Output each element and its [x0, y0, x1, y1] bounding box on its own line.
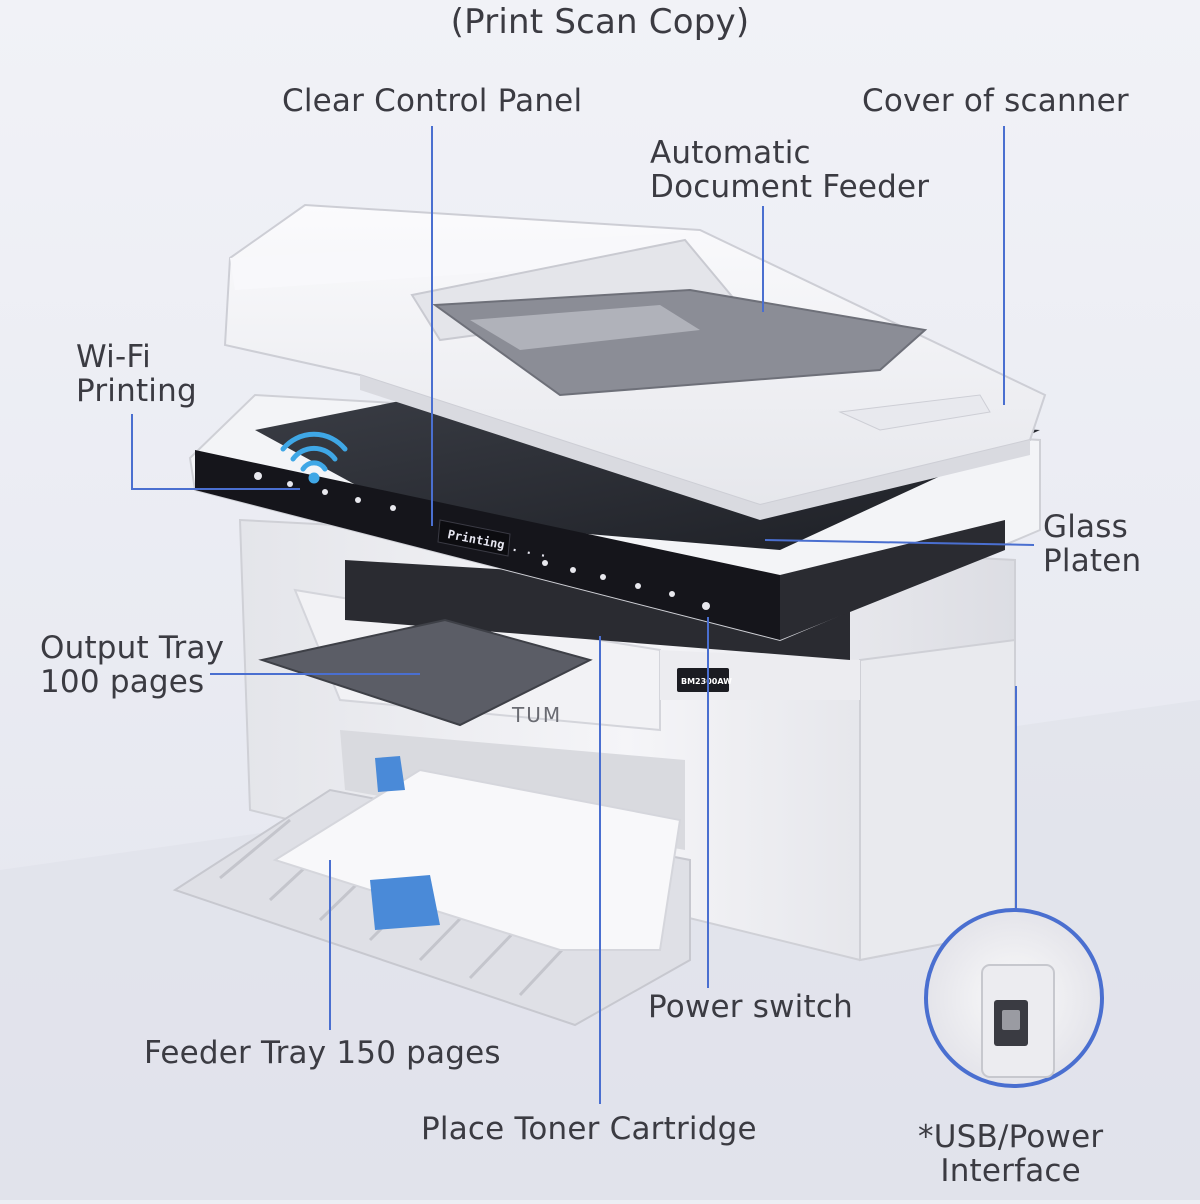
- page-title: (Print Scan Copy): [450, 2, 750, 42]
- label-adf: Automatic Document Feeder: [650, 136, 929, 204]
- label-usb-line1: *USB/Power: [918, 1119, 1104, 1155]
- label-glass-platen: Glass Platen: [1043, 510, 1141, 578]
- label-output-line1: Output Tray: [40, 630, 225, 666]
- output-tray: [258, 618, 593, 727]
- usb-inset: [924, 908, 1104, 1088]
- paper-guide-right: [375, 756, 405, 792]
- label-output-line2: 100 pages: [40, 664, 205, 700]
- brand-logo: TUM: [511, 703, 562, 727]
- leader-glass: [764, 539, 1035, 546]
- label-adf-line2: Document Feeder: [650, 169, 930, 205]
- label-feeder-tray: Feeder Tray 150 pages: [144, 1035, 501, 1071]
- label-output-tray: Output Tray 100 pages: [40, 631, 224, 699]
- leader-lines: [131, 126, 1035, 1104]
- model-label: BM2300AW: [681, 677, 732, 686]
- label-glass-line1: Glass: [1043, 509, 1128, 545]
- lcd-screen: [437, 519, 511, 557]
- label-power-switch: Power switch: [648, 989, 853, 1025]
- label-adf-line1: Automatic: [650, 135, 811, 171]
- label-scanner-cover: Cover of scanner: [862, 83, 1129, 119]
- feeder-tray: [172, 756, 691, 1027]
- label-wifi: Wi-Fi Printing: [76, 340, 197, 408]
- label-wifi-line2: Printing: [76, 373, 197, 409]
- label-usb-line2: Interface: [940, 1153, 1081, 1189]
- label-control-panel: Clear Control Panel: [282, 83, 583, 119]
- scanner-cover: [223, 203, 1047, 520]
- model-badge: [677, 668, 729, 692]
- label-wifi-line1: Wi-Fi: [76, 339, 151, 375]
- label-usb-interface: *USB/Power Interface: [918, 1120, 1103, 1188]
- leader-wifi: [131, 414, 300, 490]
- label-toner: Place Toner Cartridge: [421, 1111, 757, 1147]
- wifi-icon: [280, 431, 348, 484]
- label-glass-line2: Platen: [1043, 543, 1142, 579]
- paper-guide-left: [370, 875, 440, 930]
